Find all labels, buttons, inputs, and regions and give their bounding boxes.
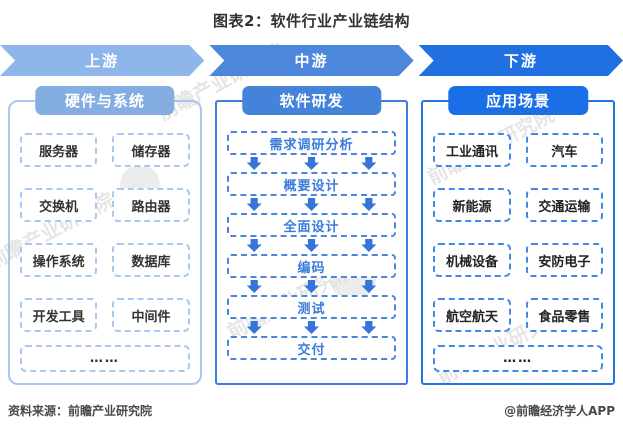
down-arrow-icon	[246, 157, 262, 170]
downstream-item-box: 食品零售	[525, 298, 604, 332]
upstream-item-box: 服务器	[20, 133, 98, 167]
downstream-header: 应用场景	[448, 86, 588, 115]
column-downstream: 应用场景 工业通讯汽车新能源交通运输机械设备安防电子航空航天食品零售 ……	[421, 86, 616, 385]
stage-banner: 上游中游下游	[0, 45, 623, 76]
upstream-header: 硬件与系统	[35, 86, 175, 115]
downstream-item-box: 新能源	[433, 188, 511, 222]
downstream-grid: 工业通讯汽车新能源交通运输机械设备安防电子航空航天食品零售	[433, 133, 604, 332]
downstream-item-box: 机械设备	[433, 243, 511, 277]
flow-step: 交付	[226, 336, 397, 360]
columns: 硬件与系统 服务器储存器交换机路由器操作系统数据库开发工具中间件 …… 软件研发…	[8, 86, 616, 385]
down-arrow-icon	[304, 280, 319, 293]
flow-step-box: 概要设计	[226, 172, 397, 196]
downstream-item-box: 汽车	[525, 133, 604, 167]
down-arrow-icon	[246, 321, 262, 334]
down-arrow-icon	[246, 198, 262, 211]
upstream-frame: 服务器储存器交换机路由器操作系统数据库开发工具中间件 ……	[8, 100, 202, 385]
flow-arrow-row	[227, 196, 397, 213]
down-arrow-icon	[361, 239, 377, 252]
down-arrow-icon	[246, 239, 262, 252]
footer: 资料来源：前瞻产业研究院 @前瞻经济学人APP	[8, 402, 615, 419]
down-arrow-icon	[361, 157, 377, 170]
footer-credit: @前瞻经济学人APP	[504, 404, 615, 418]
flow-arrow-row	[227, 319, 397, 336]
flow-arrow-row	[227, 237, 397, 254]
flow-step-box: 编码	[226, 254, 397, 278]
midstream-header: 软件研发	[241, 86, 382, 115]
upstream-item-box: 操作系统	[20, 243, 98, 277]
stage-arrow: 中游	[209, 45, 413, 76]
down-arrow-icon	[304, 321, 319, 334]
flow-arrow-row	[227, 155, 397, 172]
upstream-item-box: 数据库	[112, 243, 190, 277]
flow-step-box: 交付	[226, 336, 397, 360]
flow-step: 概要设计	[226, 172, 397, 213]
down-arrow-icon	[361, 280, 377, 293]
chart-title: 图表2：软件行业产业链结构	[213, 12, 410, 30]
upstream-item-box: 储存器	[112, 133, 190, 167]
downstream-item-box: 交通运输	[525, 188, 604, 222]
down-arrow-icon	[304, 239, 319, 252]
stage-arrow: 下游	[419, 45, 623, 76]
upstream-grid: 服务器储存器交换机路由器操作系统数据库开发工具中间件	[20, 133, 190, 332]
upstream-item-box: 中间件	[112, 298, 190, 332]
down-arrow-icon	[361, 321, 377, 334]
flow-step-box: 测试	[226, 295, 397, 319]
flow-step: 编码	[226, 254, 397, 295]
down-arrow-icon	[304, 157, 319, 170]
flow-arrow-row	[227, 278, 397, 295]
upstream-ellipsis-box: ……	[20, 345, 190, 372]
flow-step-box: 全面设计	[226, 213, 397, 237]
downstream-frame: 工业通讯汽车新能源交通运输机械设备安防电子航空航天食品零售 ……	[421, 100, 616, 385]
downstream-ellipsis-box: ……	[433, 345, 604, 372]
down-arrow-icon	[361, 198, 377, 211]
downstream-item-box: 安防电子	[525, 243, 604, 277]
flow-step: 全面设计	[226, 213, 397, 254]
column-upstream: 硬件与系统 服务器储存器交换机路由器操作系统数据库开发工具中间件 ……	[8, 86, 202, 385]
flow-step: 需求调研分析	[226, 131, 397, 172]
upstream-item-box: 交换机	[20, 188, 98, 222]
down-arrow-icon	[304, 198, 319, 211]
midstream-flow: 需求调研分析 概要设计	[226, 131, 397, 360]
downstream-item-box: 工业通讯	[433, 133, 511, 167]
downstream-item-box: 航空航天	[433, 298, 511, 332]
upstream-item-box: 路由器	[112, 188, 190, 222]
upstream-item-box: 开发工具	[20, 298, 98, 332]
column-midstream: 软件研发 需求调研分析 概要设计	[214, 86, 409, 385]
stage-arrow: 上游	[0, 45, 204, 76]
flow-step-box: 需求调研分析	[226, 131, 397, 155]
flow-step: 测试	[226, 295, 397, 336]
midstream-frame: 需求调研分析 概要设计	[214, 100, 409, 385]
footer-source: 资料来源：前瞻产业研究院	[8, 404, 153, 418]
down-arrow-icon	[246, 280, 262, 293]
